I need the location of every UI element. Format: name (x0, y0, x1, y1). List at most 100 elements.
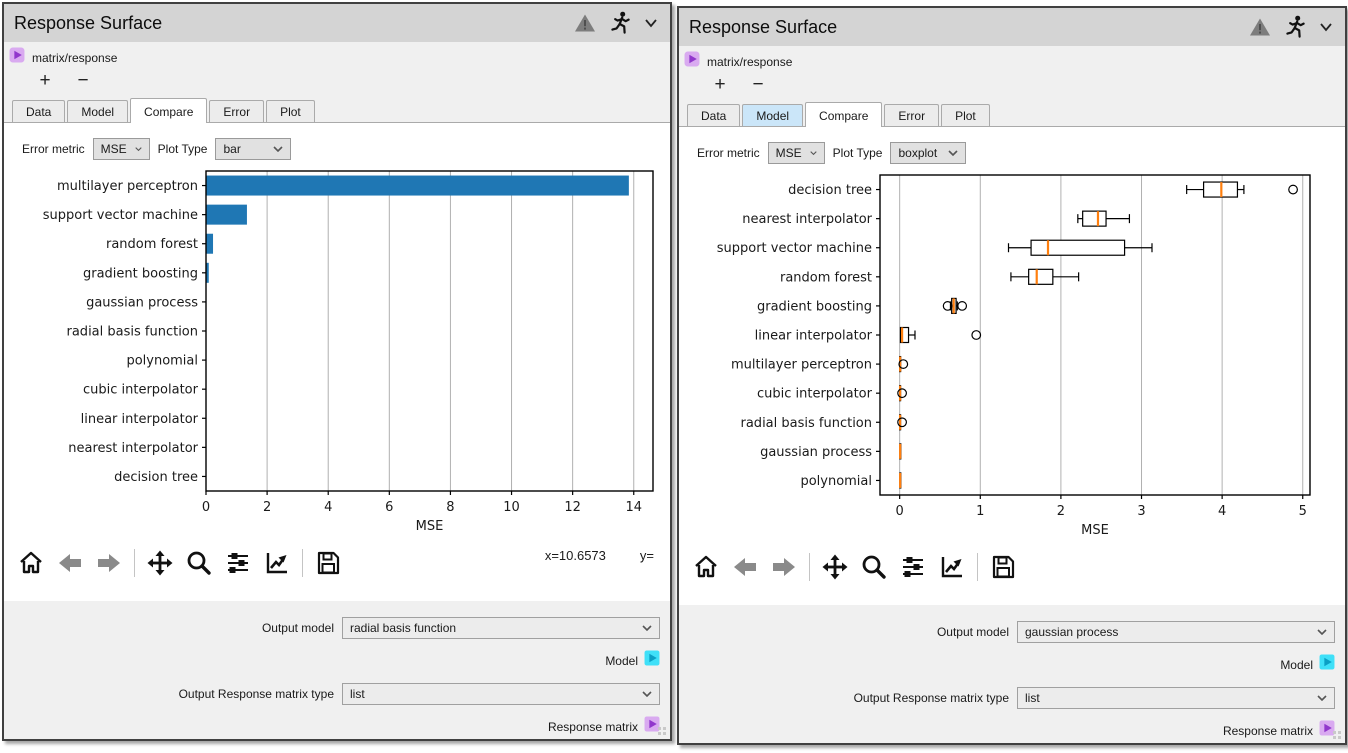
run-icon[interactable] (610, 10, 630, 36)
svg-text:12: 12 (564, 500, 581, 515)
toolbar-separator (977, 553, 978, 581)
zoom-icon[interactable] (859, 552, 889, 582)
save-icon[interactable] (313, 548, 343, 578)
chevron-down-icon (642, 625, 652, 631)
model-port-label: Model (605, 653, 638, 668)
tab-data[interactable]: Data (12, 100, 66, 122)
matrix-type-label: Output Response matrix type (178, 687, 334, 701)
chevron-down-icon (948, 150, 959, 156)
tab-plot[interactable]: Plot (941, 104, 990, 126)
model-output-port-icon (644, 650, 660, 671)
add-button[interactable]: + (34, 71, 56, 91)
plot-type-select[interactable]: boxplot (890, 142, 967, 164)
response-port-row: Response matrix (679, 709, 1345, 753)
svg-text:linear interpolator: linear interpolator (755, 329, 873, 344)
output-section: Output model radial basis function Model… (4, 601, 670, 749)
svg-text:multilayer perceptron: multilayer perceptron (57, 179, 198, 194)
svg-text:nearest interpolator: nearest interpolator (68, 441, 198, 456)
remove-button[interactable]: − (747, 75, 769, 95)
svg-text:MSE: MSE (416, 519, 444, 534)
error-metric-select[interactable]: MSE (92, 138, 150, 160)
svg-text:support vector machine: support vector machine (43, 208, 198, 223)
svg-text:gaussian process: gaussian process (86, 295, 198, 310)
matrix-type-select[interactable]: list (342, 683, 660, 705)
back-icon[interactable] (730, 552, 760, 582)
svg-text:3: 3 (1137, 504, 1145, 519)
node-header: matrix/response (4, 42, 670, 68)
svg-text:decision tree: decision tree (788, 183, 872, 198)
configure-subplots-icon[interactable] (223, 548, 253, 578)
toolbar-separator (302, 549, 303, 577)
forward-icon[interactable] (769, 552, 799, 582)
svg-text:0: 0 (202, 500, 210, 515)
svg-text:gradient boosting: gradient boosting (83, 266, 198, 281)
add-remove-row: + − (679, 72, 1345, 97)
configure-subplots-icon[interactable] (898, 552, 928, 582)
resize-grip[interactable] (1333, 731, 1342, 740)
forward-icon[interactable] (94, 548, 124, 578)
tab-model[interactable]: Model (67, 100, 129, 122)
error-metric-select[interactable]: MSE (767, 142, 825, 164)
model-port-label: Model (1280, 657, 1313, 672)
coord-x: x=10.6573 (544, 548, 606, 563)
svg-text:cubic interpolator: cubic interpolator (83, 383, 199, 398)
chevron-down-icon (273, 146, 284, 152)
tab-compare[interactable]: Compare (130, 98, 208, 123)
model-port-row: Model (679, 643, 1345, 687)
matrix-type-row: Output Response matrix type list (679, 687, 1345, 709)
svg-text:multilayer perceptron: multilayer perceptron (731, 358, 872, 373)
tab-model[interactable]: Model (742, 104, 804, 126)
pan-icon[interactable] (820, 552, 850, 582)
response-port-label: Response matrix (547, 719, 638, 734)
svg-text:0: 0 (896, 504, 904, 519)
save-icon[interactable] (988, 552, 1018, 582)
chevron-down-icon (1317, 629, 1327, 635)
model-output-port-icon (1319, 654, 1335, 675)
add-button[interactable]: + (709, 75, 731, 95)
remove-button[interactable]: − (72, 71, 94, 91)
svg-text:random forest: random forest (780, 270, 872, 285)
zoom-icon[interactable] (184, 548, 214, 578)
home-icon[interactable] (691, 552, 721, 582)
warning-icon (574, 13, 596, 33)
tab-error[interactable]: Error (884, 104, 940, 126)
resize-grip[interactable] (658, 727, 667, 736)
plot-type-select[interactable]: bar (215, 138, 292, 160)
svg-text:linear interpolator: linear interpolator (81, 412, 199, 427)
add-remove-row: + − (4, 68, 670, 93)
tab-error[interactable]: Error (209, 100, 265, 122)
tab-compare[interactable]: Compare (805, 102, 883, 127)
panel-titlebar: Response Surface (679, 8, 1345, 46)
plot-type-label: Plot Type (157, 142, 208, 156)
output-model-row: Output model radial basis function (4, 617, 670, 639)
edit-axes-icon[interactable] (262, 548, 292, 578)
svg-text:decision tree: decision tree (114, 470, 198, 485)
output-model-select[interactable]: radial basis function (342, 617, 660, 639)
svg-text:radial basis function: radial basis function (67, 325, 199, 340)
back-icon[interactable] (55, 548, 85, 578)
collapse-chevron-icon[interactable] (644, 18, 658, 28)
output-model-select[interactable]: gaussian process (1017, 621, 1335, 643)
svg-text:1: 1 (976, 504, 984, 519)
run-icon[interactable] (1285, 14, 1305, 40)
input-port-icon (9, 47, 25, 68)
matrix-type-select[interactable]: list (1017, 687, 1335, 709)
tab-data[interactable]: Data (687, 104, 741, 126)
tab-bar: Data Model Compare Error Plot (679, 97, 1345, 127)
edit-axes-icon[interactable] (937, 552, 967, 582)
cursor-coordinates: x=10.6573 y= (545, 542, 658, 563)
pan-icon[interactable] (145, 548, 175, 578)
response-output-port-icon (1319, 720, 1335, 741)
tab-plot[interactable]: Plot (266, 100, 315, 122)
output-model-label: Output model (261, 621, 334, 635)
coord-y: y= (639, 548, 654, 563)
collapse-chevron-icon[interactable] (1319, 22, 1333, 32)
panel-titlebar: Response Surface (4, 4, 670, 42)
svg-text:8: 8 (446, 500, 454, 515)
svg-text:4: 4 (1218, 504, 1226, 519)
response-surface-panel: Response Surface matrix/response + − Dat… (2, 2, 672, 741)
home-icon[interactable] (16, 548, 46, 578)
